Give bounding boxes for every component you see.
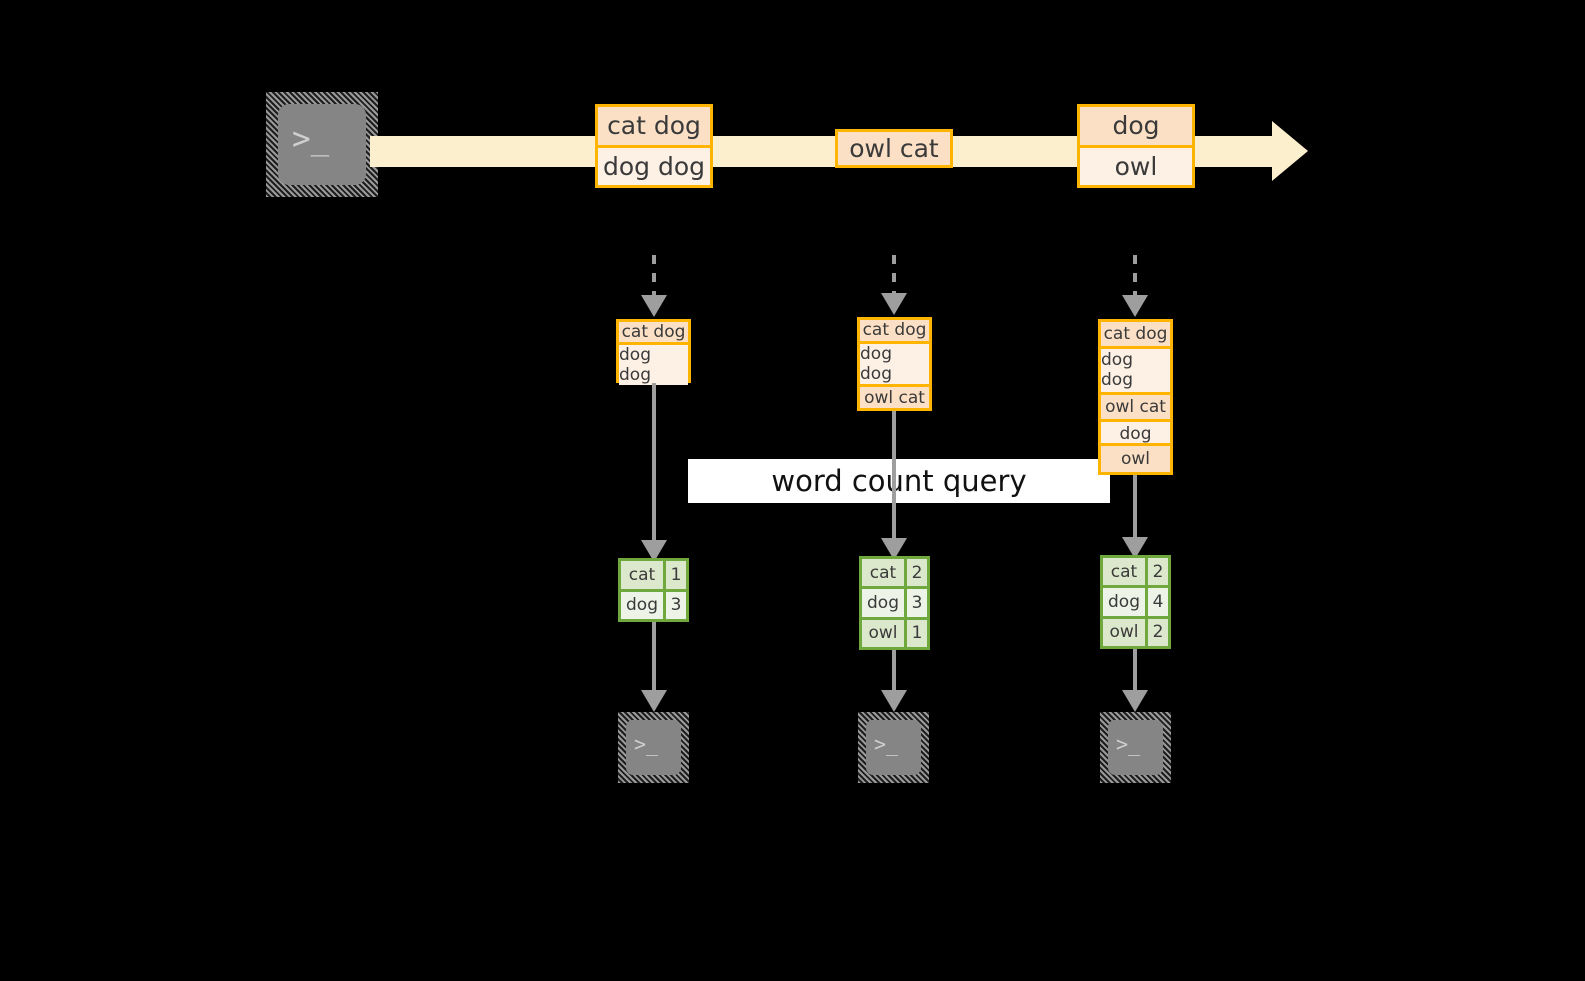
result-count: 2 [907,559,927,587]
table-row: owl 2 [1103,618,1168,646]
stream-message-line: dog [1080,107,1192,148]
terminal-body [865,719,922,776]
terminal-prompt-label: >_ [634,732,659,756]
input-line: owl cat [1101,395,1170,422]
query-connector-3 [1133,475,1137,548]
stream-message-line: owl cat [838,132,950,165]
result-count: 3 [907,589,927,617]
query-connector-3-overlay [1133,459,1137,503]
input-line: dog dog [860,343,929,388]
terminal-prompt-label: >_ [1116,732,1141,756]
result-to-sink-arrowhead-icon-1 [641,690,667,712]
result-count: 1 [907,619,927,647]
stream-message-1: cat dog dog dog [595,104,713,188]
result-to-sink-arrowhead-icon-2 [881,690,907,712]
result-count: 1 [666,561,686,589]
stream-to-batch-connector-1 [652,255,656,297]
table-row: owl 1 [862,619,927,647]
accumulated-input-2: cat dog dog dog owl cat [857,317,932,411]
result-to-sink-arrowhead-icon-3 [1122,690,1148,712]
stream-message-line: owl [1080,147,1192,185]
table-row: cat 1 [621,561,686,592]
stream-message-line: cat dog [598,107,710,148]
result-word: owl [1103,618,1148,646]
terminal-prompt-label: >_ [292,121,330,157]
input-line: dog dog [1101,348,1170,396]
input-line: dog dog [619,345,688,385]
table-row: cat 2 [1103,558,1168,589]
result-word: dog [621,591,666,619]
accumulated-input-3-overlay: owl [1098,443,1173,475]
input-line: owl cat [860,387,929,409]
accumulated-input-3: cat dog dog dog owl cat dog owl [1098,319,1173,475]
result-count: 2 [1148,558,1168,586]
query-connector-1-overlay [652,459,656,503]
terminal-prompt-label: >_ [874,732,899,756]
result-table-1: cat 1 dog 3 [618,558,689,622]
table-row: dog 4 [1103,588,1168,619]
result-count: 4 [1148,588,1168,616]
result-to-sink-connector-1 [652,622,656,692]
input-line: owl [1101,446,1170,472]
query-connector-2-overlay [892,459,896,503]
sink-terminal-icon-1: >_ [618,712,689,783]
sink-terminal-icon-2: >_ [858,712,929,783]
result-word: dog [1103,588,1148,616]
query-arrowhead-icon-3 [1122,537,1148,559]
input-line: cat dog [1101,322,1170,349]
terminal-body [278,103,366,186]
stream-arrow-head-icon [1272,121,1308,181]
table-row: dog 3 [621,591,686,619]
query-arrowhead-icon-2 [881,538,907,560]
table-row: cat 2 [862,559,927,590]
result-count: 2 [1148,618,1168,646]
stream-to-batch-connector-3 [1133,255,1137,297]
source-terminal-icon: >_ [266,92,378,197]
stream-to-batch-arrowhead-icon-2 [881,293,907,315]
result-table-3: cat 2 dog 4 owl 2 [1100,555,1171,649]
stream-message-2: owl cat [835,129,953,168]
result-to-sink-connector-2 [892,650,896,692]
terminal-body [1107,719,1164,776]
input-line: cat dog [860,320,929,344]
stream-to-batch-arrowhead-icon-1 [641,295,667,317]
stream-to-batch-arrowhead-icon-3 [1122,295,1148,317]
result-count: 3 [666,591,686,619]
result-word: dog [862,589,907,617]
input-line: cat dog [619,322,688,345]
sink-terminal-icon-3: >_ [1100,712,1171,783]
result-word: cat [862,559,907,587]
result-table-2: cat 2 dog 3 owl 1 [859,556,930,650]
stream-message-line: dog dog [598,147,710,185]
result-to-sink-connector-3 [1133,649,1137,692]
result-word: cat [621,561,666,589]
result-word: owl [862,619,907,647]
stream-message-3: dog owl [1077,104,1195,188]
accumulated-input-1: cat dog dog dog [616,319,691,385]
query-label: word count query [688,459,1110,503]
query-arrowhead-icon-1 [641,540,667,562]
table-row: dog 3 [862,589,927,620]
terminal-body [625,719,682,776]
result-word: cat [1103,558,1148,586]
stream-to-batch-connector-2 [892,255,896,295]
